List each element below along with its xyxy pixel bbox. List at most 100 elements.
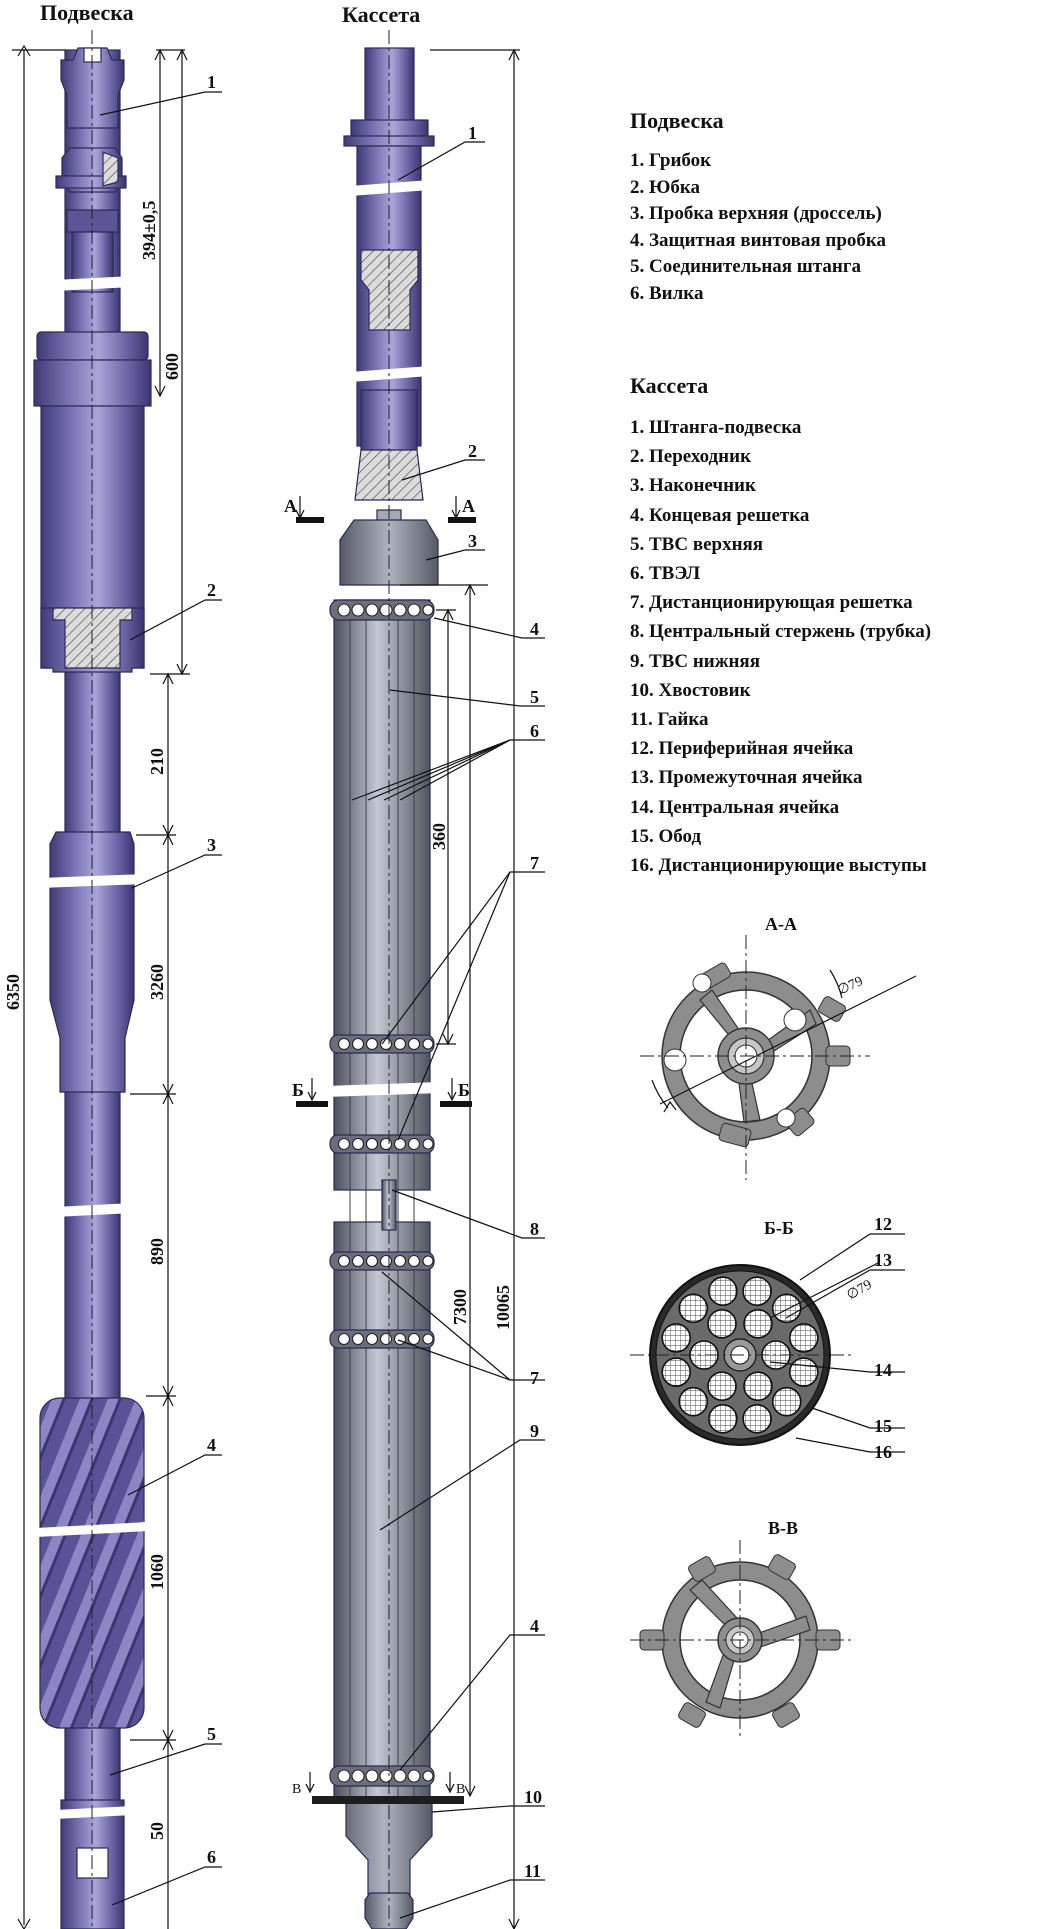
podveska-dimensions [12, 44, 190, 1929]
marker-v-right: В [456, 1782, 465, 1797]
dim-10065: 10065 [493, 1285, 513, 1330]
peripheral-cell [708, 1404, 738, 1434]
podveska-break-2 [40, 874, 146, 888]
kasseta-label-7-lower: 7 [530, 1368, 539, 1388]
dim-1060: 1060 [147, 1554, 167, 1590]
podveska-leaders [99, 91, 222, 1906]
peripheral-cell [788, 1357, 819, 1387]
section-b-b-label-12: 12 [874, 1214, 892, 1234]
legend-kasseta-item: 10. Хвостовик [630, 679, 751, 701]
kasseta-label-4-bottom: 4 [530, 1616, 539, 1636]
kasseta-dimensions [430, 48, 520, 1929]
intermediate-cell [707, 1371, 737, 1401]
podveska-label-3: 3 [207, 835, 216, 855]
legend-kasseta-item: 16. Дистанционирующие выступы [630, 855, 927, 877]
legend-podveska-heading: Подвеска [630, 108, 724, 133]
section-b-b [630, 1233, 905, 1453]
kasseta-label-8: 8 [530, 1219, 539, 1239]
dim-6350: 6350 [3, 974, 23, 1010]
section-b-b-label-14: 14 [874, 1360, 892, 1380]
dim-3260: 3260 [147, 964, 167, 1000]
dim-50: 50 [147, 1822, 167, 1840]
podveska-break-4 [36, 1522, 148, 1537]
legend-kasseta-item: 14. Центральная ячейка [630, 796, 840, 818]
legend-kasseta-item: 9. ТВС нижняя [630, 650, 760, 672]
kasseta-break-1 [350, 180, 430, 196]
kasseta-shank-plate [312, 1796, 464, 1804]
kasseta-label-11: 11 [524, 1861, 541, 1881]
kasseta-label-5: 5 [530, 687, 539, 707]
legend-kasseta-item: 4. Концевая решетка [630, 504, 810, 526]
peripheral-cell [678, 1386, 709, 1417]
kasseta-label-7-upper: 7 [530, 853, 539, 873]
legend-kasseta-item: 8. Центральный стержень (трубка) [630, 621, 932, 643]
legend-kasseta-item: 7. Дистанционирующая решетка [630, 592, 913, 614]
section-b-b-label-16: 16 [874, 1442, 892, 1462]
section-markers [295, 496, 476, 1794]
peripheral-cell [661, 1323, 692, 1353]
kasseta-leaders [351, 141, 545, 1919]
kasseta-label-3: 3 [468, 531, 477, 551]
kasseta-end-grid-bottom [329, 1765, 435, 1787]
legend-kasseta-item: 3. Наконечник [630, 475, 756, 497]
dim-360: 360 [429, 823, 449, 850]
legend-kasseta-item: 5. ТВС верхняя [630, 533, 764, 555]
dim-394: 394±0,5 [139, 201, 159, 260]
marker-v-left: В [292, 1782, 301, 1797]
podveska-label-4: 4 [207, 1435, 216, 1455]
intermediate-cell [743, 1309, 773, 1339]
podveska-break-3 [55, 1203, 132, 1217]
section-v-v-title: В-В [768, 1518, 798, 1538]
section-b-b-diameter: ∅79 [845, 1277, 875, 1303]
legend-kasseta-item: 1. Штанга-подвеска [630, 417, 802, 438]
kasseta-label-9: 9 [530, 1421, 539, 1441]
podveska-break-1 [55, 276, 132, 291]
peripheral-cell [661, 1357, 692, 1387]
podveska-label-5: 5 [207, 1724, 216, 1744]
section-a-a-diameter: ∅79 [835, 974, 865, 999]
section-b-b-cells [661, 1276, 819, 1434]
legend-kasseta-item: 15. Обод [630, 825, 702, 847]
podveska-label-2: 2 [207, 580, 216, 600]
title-kasseta: Кассета [342, 2, 420, 27]
legend-kasseta-heading: Кассета [630, 373, 709, 398]
kasseta-shank [336, 1801, 433, 1896]
peripheral-cell [678, 1293, 709, 1324]
dim-210: 210 [147, 748, 167, 775]
dim-600: 600 [162, 353, 182, 380]
marker-a-right: А [462, 496, 475, 516]
legend-kasseta-item: 6. ТВЭЛ [630, 563, 701, 585]
podveska-assembly [33, 30, 152, 1929]
kasseta-label-6: 6 [530, 721, 539, 741]
legend-kasseta-list: 1. Штанга-подвеска 2. Переходник 3. Нако… [630, 413, 1040, 880]
marker-b-left: Б [292, 1080, 304, 1100]
intermediate-cell [743, 1371, 773, 1401]
kasseta-label-10: 10 [524, 1787, 542, 1807]
section-b-b-label-15: 15 [874, 1416, 892, 1436]
kasseta-spacer-grid-2 [329, 1134, 435, 1154]
podveska-label-1: 1 [207, 72, 216, 92]
legend-podveska: Подвеска 1. Грибок 2. Юбка 3. Пробка вер… [630, 108, 1040, 308]
kasseta-spacer-grid-3 [329, 1251, 435, 1271]
legend-podveska-item: 4. Защитная винтовая пробка [630, 229, 887, 251]
kasseta-label-4-top: 4 [530, 619, 539, 639]
legend-podveska-item: 2. Юбка [630, 176, 701, 198]
peripheral-cell [788, 1323, 819, 1353]
kasseta-label-2: 2 [468, 441, 477, 461]
peripheral-cell [708, 1276, 738, 1306]
legend-podveska-item: 5. Соединительная штанга [630, 256, 861, 278]
peripheral-cell [742, 1404, 772, 1434]
kasseta-break-3 [326, 1082, 440, 1097]
dim-7300: 7300 [450, 1289, 470, 1325]
legend-kasseta-item: 2. Переходник [630, 446, 752, 468]
podveska-coupling-hatch [102, 151, 119, 187]
legend-podveska-item: 6. Вилка [630, 282, 704, 304]
peripheral-cell [771, 1386, 802, 1417]
legend-podveska-item: 3. Пробка верхняя (дроссель) [630, 203, 882, 225]
section-b-b-title: Б-Б [764, 1218, 794, 1238]
peripheral-cell [771, 1293, 802, 1324]
kasseta-upper-bundle [333, 599, 431, 1191]
section-a-a [640, 935, 917, 1180]
legend-kasseta-item: 11. Гайка [630, 709, 709, 731]
